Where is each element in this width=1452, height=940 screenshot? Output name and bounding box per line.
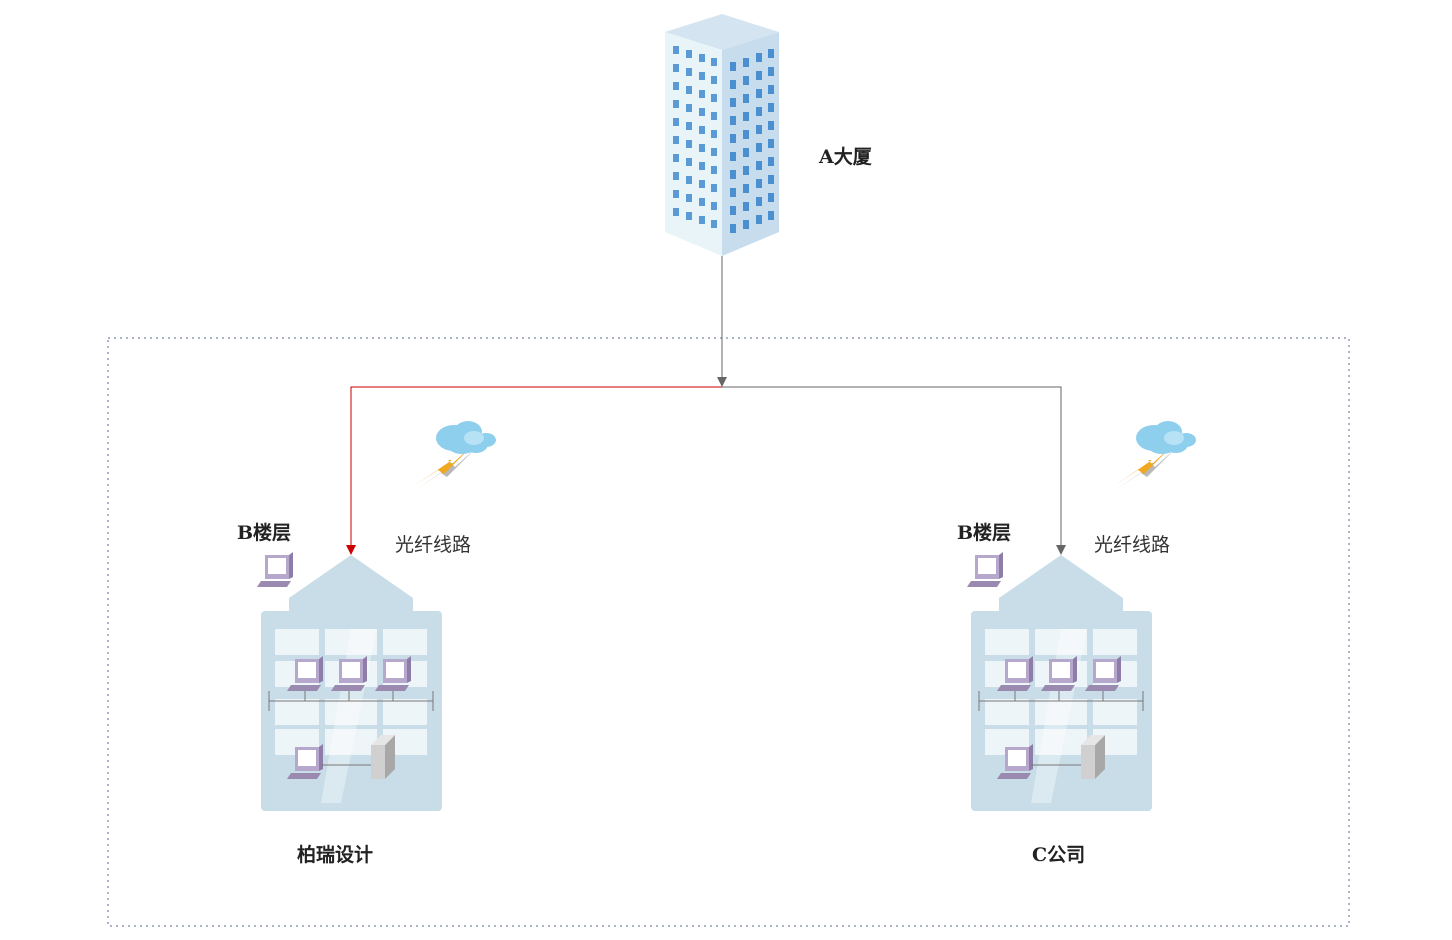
label-fiber-left: 光纤线路: [395, 534, 472, 556]
a-building-icon: [665, 14, 779, 256]
label-a-building: A大厦: [819, 146, 872, 168]
connector-junction-to-left: [346, 386, 722, 555]
label-fiber-right: 光纤线路: [1094, 534, 1171, 556]
connector-junction-to-right: [722, 386, 1066, 555]
dotted-frame: [107, 337, 1350, 927]
office-building-left-icon: [257, 552, 442, 811]
office-building-right-icon: [967, 552, 1152, 811]
label-b-floor-right: B楼层: [957, 522, 1012, 544]
label-company-right: C公司: [1032, 844, 1086, 866]
fiber-cloud-right-icon: [1114, 421, 1196, 489]
label-company-left: 柏瑞设计: [297, 844, 374, 866]
label-b-floor-left: B楼层: [237, 522, 292, 544]
fiber-cloud-left-icon: [414, 421, 496, 489]
